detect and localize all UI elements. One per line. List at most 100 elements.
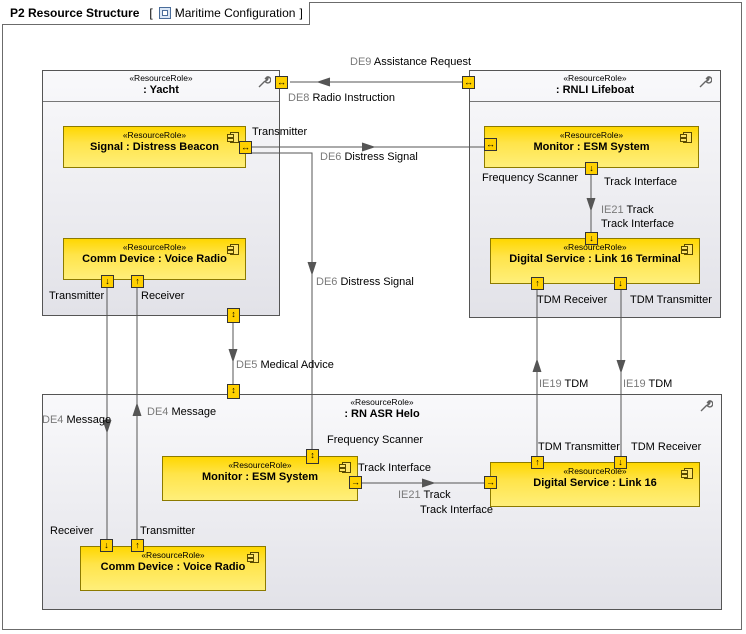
stereotype-label: «ResourceRole» — [563, 242, 627, 252]
arrow-ie21-rnli — [586, 197, 596, 212]
component-name: Monitor : ESM System — [201, 471, 319, 483]
port-helo-tdm-receiver[interactable]: ↓ — [614, 456, 627, 469]
port-rnli-monitor-left[interactable]: ↔ — [484, 138, 497, 151]
label-yacht-comm-receiver: Receiver — [141, 290, 185, 302]
component-helo-monitor[interactable]: «ResourceRole» Monitor : ESM System — [162, 456, 358, 501]
label-yacht-comm-transmitter: Transmitter — [49, 290, 105, 302]
stereotype-label: «ResourceRole» — [122, 130, 187, 140]
part-yacht-name: : Yacht — [143, 84, 179, 96]
port-rnli-track-interface-out[interactable]: ↓ — [585, 162, 598, 175]
exchange-ie21-helo: IE21 Track — [398, 489, 451, 501]
stereotype-label: «ResourceRole» — [559, 130, 624, 140]
label-helo-freq-scanner: Frequency Scanner — [327, 434, 423, 446]
component-name: Signal : Distress Beacon — [90, 141, 219, 153]
arrow-de6-lower — [307, 261, 317, 276]
component-yacht-comm[interactable]: «ResourceRole» Comm Device : Voice Radio — [63, 238, 246, 280]
part-yacht-header: «ResourceRole» : Yacht — [43, 71, 279, 102]
part-rnli-name: : RNLI Lifeboat — [555, 84, 635, 96]
stereotype-label: «ResourceRole» — [122, 242, 187, 252]
port-helo-track-in[interactable]: → — [484, 476, 497, 489]
exchange-de8: DE8 Radio Instruction — [288, 92, 396, 104]
port-helo-transmitter[interactable]: ↑ — [131, 539, 144, 552]
exchange-de6-lower: DE6 Distress Signal — [316, 276, 414, 288]
arrow-de4-up — [132, 402, 142, 417]
stereotype-label: «ResourceRole» — [228, 460, 292, 470]
component-icon — [227, 132, 239, 143]
exchange-de6-upper: DE6 Distress Signal — [320, 151, 418, 163]
port-rnli-tdm-receiver[interactable]: ↑ — [531, 277, 544, 290]
stereotype-label: «ResourceRole» — [563, 466, 627, 476]
arrow-ie21-helo — [421, 478, 436, 488]
exchange-de4-up: DE4 Message — [147, 406, 217, 418]
label-rnli-track-interface: Track Interface — [604, 176, 677, 188]
exchange-ie21-rnli: IE21 Track — [601, 204, 654, 216]
diagram-title: P2 Resource Structure — [10, 6, 140, 20]
label-helo-transmitter: Transmitter — [140, 525, 196, 537]
wrench-icon — [258, 76, 271, 88]
arrow-de8 — [316, 77, 331, 87]
port-yacht-comm-transmitter[interactable]: ↓ — [101, 275, 114, 288]
arrow-ie19-up — [532, 358, 542, 373]
port-helo-tdm-transmitter[interactable]: ↑ — [531, 456, 544, 469]
component-rnli-monitor[interactable]: «ResourceRole» Monitor : ESM System — [484, 126, 699, 168]
component-name: Monitor : ESM System — [533, 141, 650, 153]
exchange-de9: DE9 Assistance Request — [350, 56, 472, 68]
arrow-ie19-down — [616, 359, 626, 374]
port-helo-freq-scanner[interactable]: ↕ — [306, 449, 319, 464]
component-helo-digital[interactable]: «ResourceRole» Digital Service : Link 16 — [490, 462, 700, 507]
stereotype-label: «ResourceRole» — [350, 397, 414, 407]
part-helo-header: «ResourceRole» : RN ASR Helo — [43, 395, 721, 425]
stereotype-label: «ResourceRole» — [563, 73, 627, 83]
label-helo-tdm-receiver: TDM Receiver — [631, 441, 702, 453]
arrow-de6-upper — [361, 142, 376, 152]
exchange-ie21-rnli-sub: Track Interface — [601, 218, 674, 230]
component-icon — [681, 468, 693, 479]
wrench-icon — [699, 76, 712, 88]
part-rnli-header: «ResourceRole» : RNLI Lifeboat — [470, 71, 720, 102]
diagram-header: P2 Resource Structure [ Maritime Configu… — [2, 2, 310, 25]
port-helo-receiver[interactable]: ↓ — [100, 539, 113, 552]
arrow-de5 — [228, 348, 238, 363]
exchange-ie19-up: IE19 TDM — [539, 378, 589, 390]
exchange-ie19-down: IE19 TDM — [623, 378, 673, 390]
port-helo-track-out[interactable]: → — [349, 476, 362, 489]
component-name: Digital Service : Link 16 Terminal — [509, 253, 681, 265]
component-helo-comm[interactable]: «ResourceRole» Comm Device : Voice Radio — [80, 546, 266, 591]
port-rnli-de[interactable]: ↔ — [462, 76, 475, 89]
label-rnli-freq-scanner: Frequency Scanner — [482, 172, 578, 184]
port-rnli-track-interface-in[interactable]: ↓ — [585, 232, 598, 245]
port-yacht-signal-transmitter[interactable]: ↔ — [239, 141, 252, 154]
diagram-context[interactable]: [ Maritime Configuration ] — [149, 6, 302, 20]
stereotype-label: «ResourceRole» — [141, 550, 205, 560]
label-rnli-tdm-transmitter: TDM Transmitter — [630, 294, 712, 306]
context-name: Maritime Configuration — [174, 6, 296, 20]
component-name: Comm Device : Voice Radio — [82, 253, 227, 265]
component-yacht-signal[interactable]: «ResourceRole» Signal : Distress Beacon — [63, 126, 246, 168]
component-name: Comm Device : Voice Radio — [100, 561, 246, 573]
stereotype-label: «ResourceRole» — [129, 73, 193, 83]
port-rnli-tdm-transmitter[interactable]: ↓ — [614, 277, 627, 290]
component-icon — [680, 132, 692, 143]
connector-de6-lower[interactable] — [252, 152, 313, 449]
component-rnli-digital[interactable]: «ResourceRole» Digital Service : Link 16… — [490, 238, 700, 284]
component-icon — [681, 244, 693, 255]
arrow-de4-down — [102, 419, 112, 434]
label-helo-track-interface: Track Interface — [358, 462, 431, 474]
wrench-icon — [700, 400, 713, 412]
port-helo-medical[interactable]: ↕ — [227, 384, 240, 399]
component-icon — [247, 552, 259, 563]
structure-diagram-icon — [158, 7, 171, 19]
component-name: Digital Service : Link 16 — [533, 477, 657, 489]
context-bracket-open: [ — [149, 6, 153, 20]
exchange-de4-down: DE4 Message — [42, 414, 112, 426]
port-yacht-comm-receiver[interactable]: ↑ — [131, 275, 144, 288]
label-helo-receiver: Receiver — [50, 525, 94, 537]
port-yacht-de[interactable]: ↔ — [275, 76, 288, 89]
component-icon — [227, 244, 239, 255]
label-helo-tdm-transmitter: TDM Transmitter — [538, 441, 620, 453]
port-yacht-medical[interactable]: ↕ — [227, 308, 240, 323]
label-yacht-signal-transmitter: Transmitter — [252, 126, 308, 138]
label-rnli-tdm-receiver: TDM Receiver — [537, 294, 608, 306]
part-helo-name: : RN ASR Helo — [344, 408, 420, 420]
